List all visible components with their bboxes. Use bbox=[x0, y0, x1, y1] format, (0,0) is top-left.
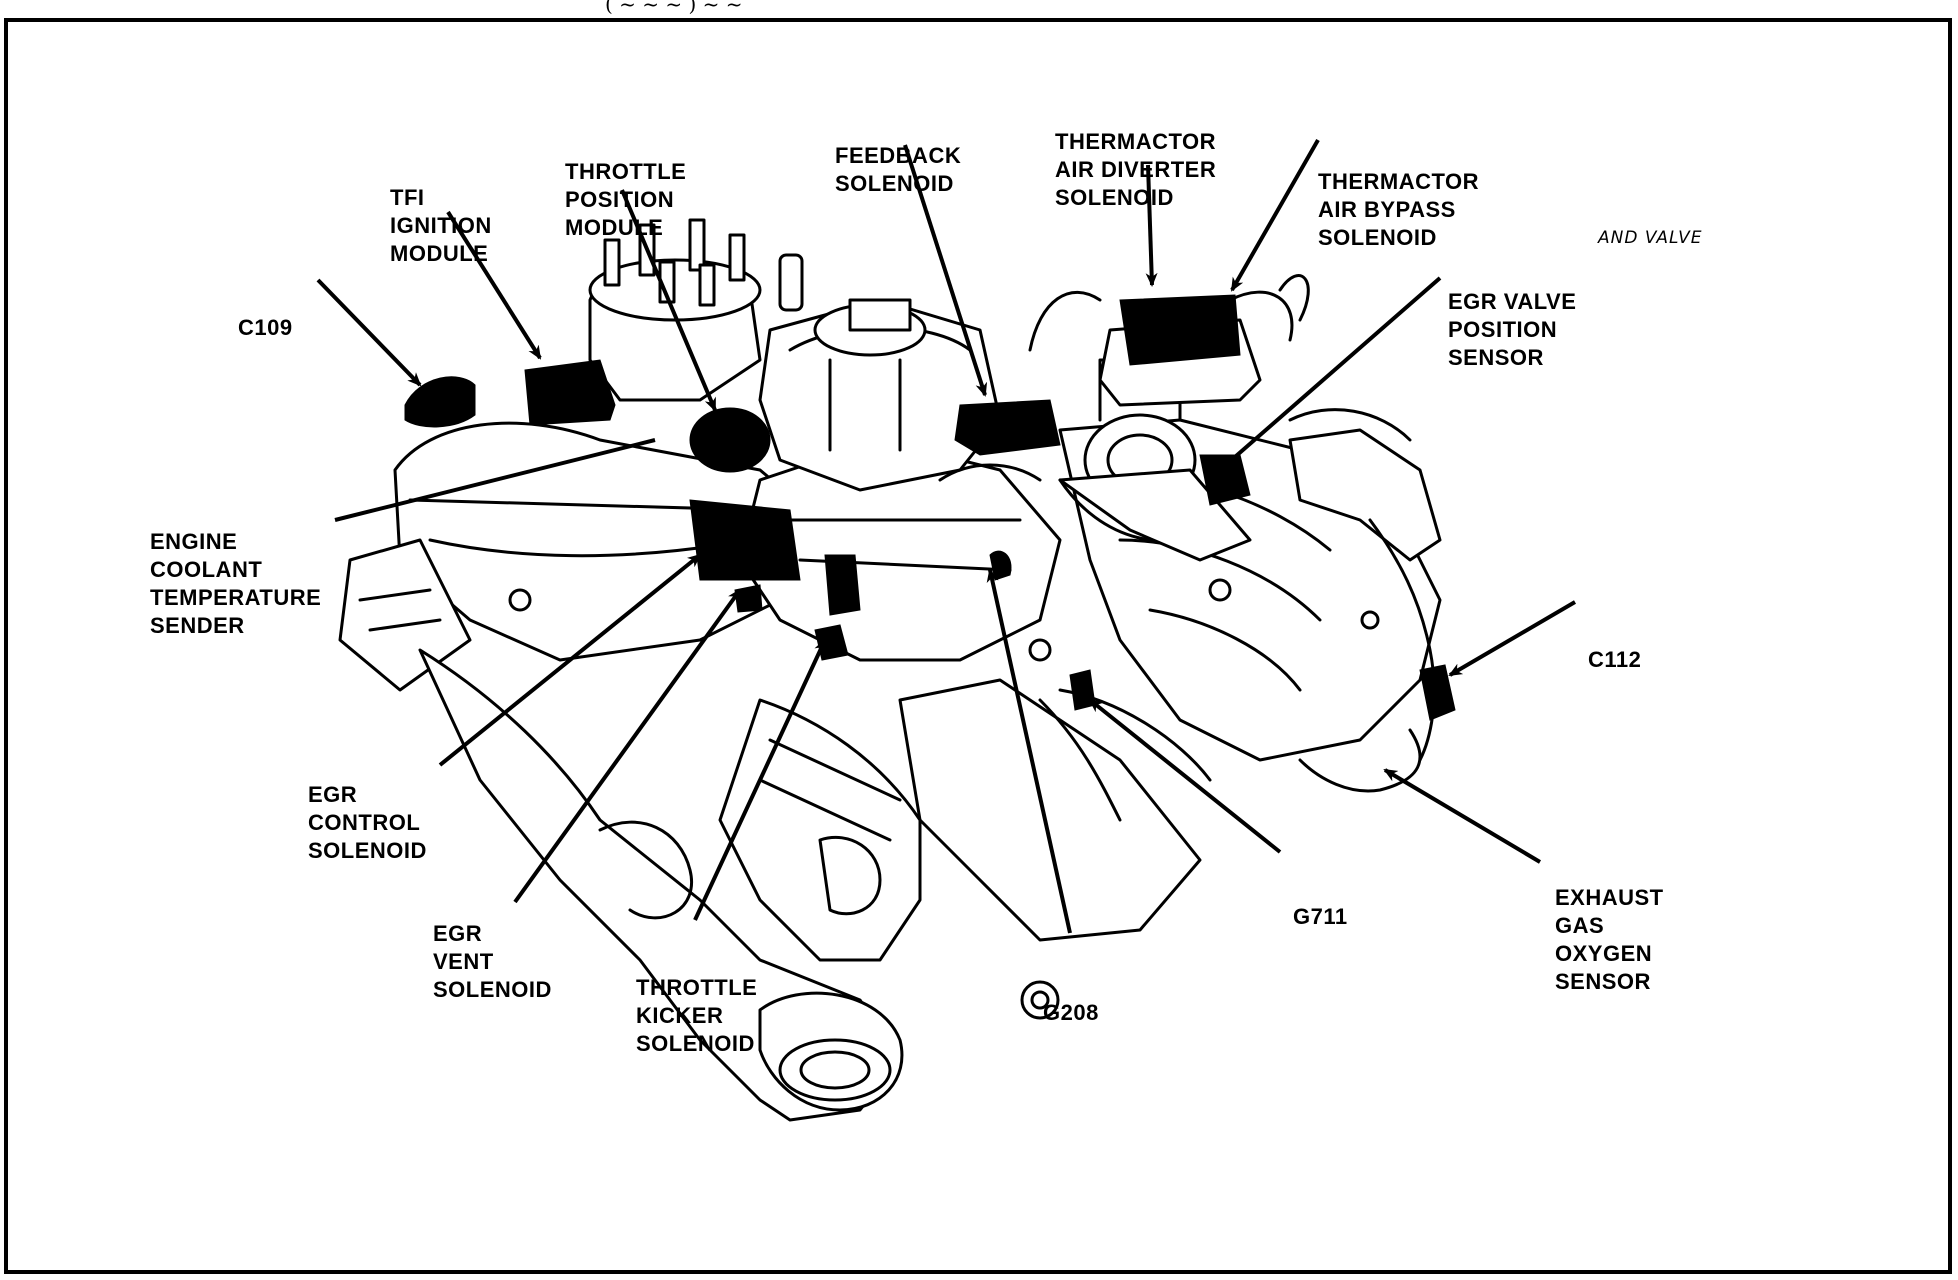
leader-exhaust-gas bbox=[1383, 768, 1542, 864]
leader-c112 bbox=[1448, 600, 1577, 677]
leader-tfi bbox=[446, 210, 542, 360]
label-g208: G208 bbox=[1043, 1000, 1099, 1025]
leader-lines bbox=[316, 139, 1577, 934]
leader-c109 bbox=[316, 278, 422, 387]
leader-throttle-kicker bbox=[693, 638, 827, 921]
label-c112: C112 bbox=[1588, 647, 1642, 672]
leader-g711 bbox=[1088, 698, 1282, 854]
leader-thermactor-bypass bbox=[1230, 139, 1320, 292]
leader-egr-control bbox=[438, 553, 702, 767]
leader-throttle-position bbox=[620, 189, 717, 412]
engine-body bbox=[338, 218, 1442, 1122]
handwritten-and-valve: AND VALVE bbox=[1598, 228, 1703, 248]
top-handwriting: ( ~ ~ ~ ) ~ ~ bbox=[605, 0, 743, 16]
leader-g208 bbox=[986, 568, 1072, 934]
leader-engine-coolant bbox=[334, 438, 656, 522]
leader-egr-vent bbox=[513, 588, 742, 904]
component-blobs bbox=[404, 294, 1456, 721]
label-g711: G711 bbox=[1293, 904, 1348, 929]
leader-feedback bbox=[903, 144, 988, 397]
label-c109: C109 bbox=[238, 315, 293, 340]
leader-thermactor-diverter bbox=[1145, 164, 1158, 287]
leader-egr-valve-position bbox=[1218, 276, 1442, 472]
